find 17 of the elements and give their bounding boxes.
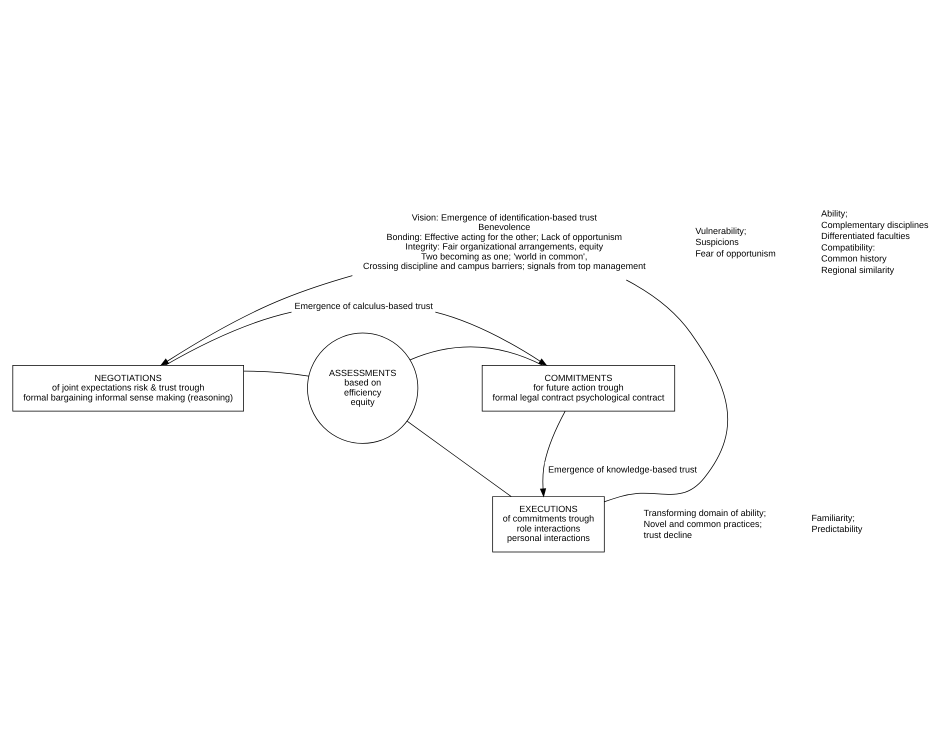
label: Ability; <box>820 208 848 218</box>
label: Compatibility: <box>820 242 875 252</box>
node-text: Vision: Emergence of identification-based trust Benevolence Bonding: Effective acting for the other; Lack of opportunism Integrity: Fair organizational arrangements, equity Two becoming as one; 'world in common', Crossing discipline and campus barriers; signals from top management <box>362 212 646 271</box>
label: Fear of opportunism <box>694 248 776 258</box>
label: Vulnerability; <box>694 225 746 236</box>
label: Transforming domain of ability; <box>643 507 766 518</box>
label: Predictability <box>810 524 862 534</box>
label: Differentiated faculties <box>820 230 910 241</box>
edge-label: Emergence of calculus-based trust <box>294 300 432 311</box>
label: Complementary disciplines <box>820 219 928 230</box>
label: Regional similarity <box>820 264 894 274</box>
label: Familiarity; <box>810 512 854 522</box>
label: Suspicions <box>694 236 738 247</box>
label: Common history <box>820 253 886 264</box>
label: Novel and common practices; <box>643 518 762 528</box>
edge-label: Emergence of knowledge-based trust <box>548 464 696 474</box>
label: trust decline <box>643 530 692 540</box>
